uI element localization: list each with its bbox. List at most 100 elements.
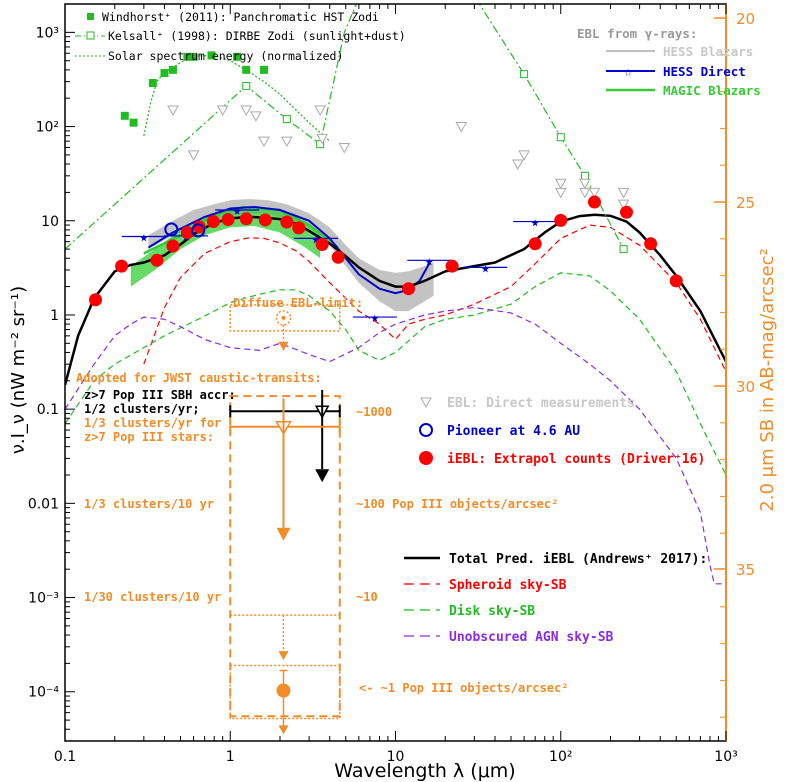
windhorst-point bbox=[233, 52, 242, 61]
diffuse-limit-arrow bbox=[278, 341, 289, 351]
y-tick-label: 0.01 bbox=[28, 496, 59, 512]
legend-gamma: EBL from γ-rays: HESS Blazars ☆ HESS Dir… bbox=[577, 26, 761, 98]
windhorst-point bbox=[148, 78, 157, 87]
legend-models: Total Pred. iEBL (Andrews⁺ 2017): Sphero… bbox=[404, 552, 707, 645]
annotation-pop1: 1/3 clusters/yr for bbox=[84, 416, 221, 430]
legend-disk-label: Disk sky-SB bbox=[449, 604, 535, 619]
iebl-point bbox=[554, 213, 568, 227]
annotation-c10: 1/3 clusters/10 yr bbox=[84, 497, 214, 511]
total-iebl-curve bbox=[65, 213, 726, 386]
diffuse-limit-center bbox=[281, 315, 286, 320]
legend-magic-label: MAGIC Blazars bbox=[663, 83, 761, 98]
iebl-point bbox=[115, 259, 129, 273]
hess-direct-point: ★ bbox=[531, 215, 540, 231]
legend-iebl-marker bbox=[419, 451, 433, 465]
plot-inner: ★★★★★★★★ bbox=[65, 4, 726, 735]
y2-tick-label: 25 bbox=[736, 194, 755, 212]
iebl-point bbox=[445, 259, 459, 273]
pioneer-point bbox=[191, 223, 206, 238]
legend-gamma-title: EBL from γ-rays: bbox=[577, 26, 697, 41]
y2-tick-label: 30 bbox=[736, 378, 755, 396]
spheroid-curve bbox=[143, 224, 726, 372]
p1-point bbox=[276, 683, 291, 698]
hess-blazar-band bbox=[148, 199, 434, 312]
windhorst-point bbox=[160, 69, 169, 78]
annotation-n1000: ~1000 bbox=[356, 405, 392, 419]
windhorst-point bbox=[189, 52, 198, 61]
p10-arrow bbox=[278, 651, 289, 661]
y2-tick-label: 20 bbox=[736, 10, 755, 28]
direct-measurement-point bbox=[187, 150, 200, 161]
annotation-c30: 1/30 clusters/10 yr bbox=[84, 590, 221, 604]
windhorst-point bbox=[183, 52, 192, 61]
legend-total-label: Total Pred. iEBL (Andrews⁺ 2017): bbox=[449, 552, 707, 567]
x-tick-label: 10³ bbox=[714, 749, 737, 765]
annotation-n10: ~10 bbox=[356, 590, 378, 604]
iebl-point bbox=[89, 293, 103, 307]
kelsall-point bbox=[580, 171, 589, 180]
iebl-point bbox=[239, 212, 253, 226]
legend-solar-label: Solar spectrum energy (normalized) bbox=[108, 49, 343, 63]
p1-box bbox=[229, 664, 341, 720]
p1-arrow bbox=[278, 725, 289, 735]
iebl-point bbox=[669, 274, 683, 288]
windhorst-point bbox=[242, 65, 251, 74]
annotation-diffuse-limit: Diffuse EBL-limit: bbox=[233, 296, 363, 310]
direct-measurement-point bbox=[617, 199, 630, 211]
direct-measurement-point bbox=[167, 105, 179, 116]
iebl-point bbox=[180, 226, 194, 240]
plot-area: ★★★★★★★★0.111010²10³10⁻⁴10⁻³0.010.111010… bbox=[28, 3, 755, 765]
kelsall-point bbox=[282, 115, 291, 124]
hess-direct-point: ★ bbox=[371, 310, 380, 326]
annotation-sbh2: 1/2 clusters/yr; bbox=[84, 402, 200, 416]
direct-measurement-point bbox=[250, 111, 262, 122]
magic-blazar-band bbox=[130, 208, 321, 287]
legend-kelsall-marker bbox=[86, 31, 95, 40]
windhorst-point bbox=[129, 118, 138, 127]
iebl-point bbox=[206, 215, 220, 229]
direct-measurement-point bbox=[554, 187, 567, 199]
kelsall-curve bbox=[65, 4, 625, 250]
legend-spheroid-label: Spheroid sky-SB bbox=[449, 578, 567, 593]
iebl-point bbox=[221, 213, 235, 227]
hess-direct-point: ★ bbox=[233, 203, 242, 219]
y2-tick-label: 35 bbox=[736, 561, 755, 579]
iebl-point bbox=[644, 237, 658, 251]
y-axis-title: ν.I_ν (nW m⁻² sr⁻¹) bbox=[8, 286, 29, 454]
iebl-point bbox=[620, 205, 634, 219]
x-tick-label: 0.1 bbox=[54, 749, 76, 765]
hess-direct-point: ★ bbox=[425, 253, 434, 269]
iebl-point bbox=[315, 237, 329, 251]
legend-direct-label: EBL: Direct measurements bbox=[447, 396, 635, 411]
jwst-box bbox=[229, 395, 341, 718]
direct-measurement-point bbox=[258, 136, 270, 148]
y2-axis-title: 2.0 μm SB in AB-mag/arcsec² bbox=[757, 248, 778, 511]
agn-curve bbox=[65, 306, 726, 585]
direct-measurement-point bbox=[314, 105, 327, 116]
legend-points: EBL: Direct measurements Pioneer at 4.6 … bbox=[419, 396, 705, 467]
legend-hess-direct-star: ☆ bbox=[624, 64, 633, 80]
direct-measurement-point bbox=[455, 122, 468, 133]
iebl-point bbox=[166, 239, 180, 253]
direct-measurement-point bbox=[240, 105, 253, 116]
x-tick-label: 10² bbox=[549, 749, 572, 765]
direct-measurement-point bbox=[579, 178, 591, 190]
legend-hess-blazars-label: HESS Blazars bbox=[663, 44, 753, 59]
direct-measurement-point bbox=[579, 187, 591, 199]
windhorst-point bbox=[207, 51, 216, 60]
annotation-n100: ~100 Pop III objects/arcsec² bbox=[356, 497, 558, 511]
kelsall-point bbox=[556, 133, 565, 142]
direct-measurement-point bbox=[554, 178, 567, 190]
iebl-point bbox=[402, 282, 416, 296]
legend-top-left: Windhorst⁺ (2011): Panchromatic HST Zodi… bbox=[75, 10, 406, 63]
direct-measurement-point bbox=[588, 187, 601, 199]
legend-iebl-label: iEBL: Extrapol counts (Driver⁺16) bbox=[447, 452, 705, 467]
y-tick-label: 1 bbox=[50, 308, 59, 324]
windhorst-point bbox=[259, 65, 268, 74]
iebl-point bbox=[280, 215, 294, 229]
kelsall-point bbox=[619, 245, 628, 254]
x-axis-title: Wavelength λ (μm) bbox=[334, 760, 515, 782]
y-tick-label: 10⁻³ bbox=[28, 591, 59, 607]
iebl-point bbox=[150, 253, 164, 267]
